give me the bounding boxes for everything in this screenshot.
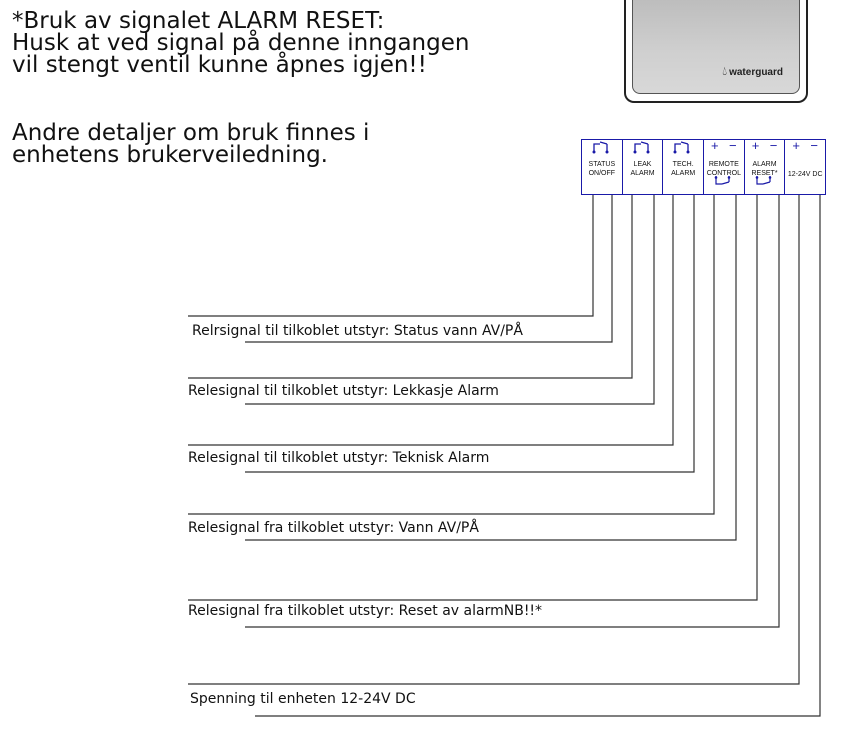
switch-icon xyxy=(745,176,785,186)
plus-mark: + xyxy=(751,138,760,153)
alarm-reset-note: *Bruk av signalet ALARM RESET: Husk at v… xyxy=(12,8,470,78)
wire-label-remote: Relesignal fra tilkoblet utstyr: Vann AV… xyxy=(188,520,479,536)
wire-remote-a xyxy=(188,195,715,515)
note-line: Husk at ved signal på denne inngangen xyxy=(12,30,470,56)
minus-mark: − xyxy=(729,138,737,153)
plus-mark: + xyxy=(792,138,800,153)
details-note: Andre detaljer om bruk finnes i enhetens… xyxy=(12,120,370,168)
terminal-label: ALARM xyxy=(630,170,655,177)
terminal-remote-control: +− REMOTE CONTROL xyxy=(704,138,745,194)
wire-leak-b xyxy=(245,195,655,405)
wire-leak-a xyxy=(188,195,633,379)
terminal-label: REMOTE xyxy=(708,161,739,168)
terminal-label: STATUS xyxy=(588,161,616,168)
terminal-label: TECH. xyxy=(672,161,694,168)
wire-status-a xyxy=(188,195,594,317)
relay-icon xyxy=(663,140,703,157)
wire-tech-b xyxy=(245,195,695,473)
wire-label-reset: Relesignal fra tilkoblet utstyr: Reset a… xyxy=(188,603,543,619)
relay-icon xyxy=(582,140,622,157)
terminal-power-supply: +− 12-24V DC xyxy=(785,138,825,194)
wire-label-leak: Relesignal til tilkoblet utstyr: Lekkasj… xyxy=(188,383,499,399)
terminal-label: ALARM xyxy=(671,170,696,177)
note-line: enhetens brukerveiledning. xyxy=(12,142,328,168)
waterguard-logo: 💧︎waterguard xyxy=(722,64,783,79)
plus-mark: + xyxy=(711,138,719,153)
device-unit: 💧︎waterguard xyxy=(624,0,808,103)
minus-mark: − xyxy=(769,138,778,153)
wire-power-b xyxy=(255,195,821,717)
minus-mark: − xyxy=(810,138,818,153)
terminal-label: CONTROL xyxy=(706,170,741,177)
device-front-panel: 💧︎waterguard xyxy=(632,0,800,94)
terminal-label: RESET* xyxy=(751,170,778,177)
wire-status-b xyxy=(245,195,613,343)
plus-minus-marks: +− xyxy=(745,138,785,157)
terminal-status-onoff: STATUS ON/OFF xyxy=(582,140,623,194)
note-line: Andre detaljer om bruk finnes i xyxy=(12,120,370,146)
logo-text: waterguard xyxy=(729,67,783,78)
wire-power-a xyxy=(188,195,800,685)
plus-minus-marks: +− xyxy=(704,138,744,157)
water-drop-icon: 💧︎ xyxy=(722,64,728,78)
wire-tech-a xyxy=(188,195,674,446)
terminal-tech-alarm: TECH. ALARM xyxy=(663,140,705,194)
note-line: *Bruk av signalet ALARM RESET: xyxy=(12,8,385,34)
switch-icon xyxy=(704,176,744,186)
terminal-label: ALARM xyxy=(752,161,777,168)
wire-remote-b xyxy=(245,195,737,541)
terminal-alarm-reset: +− ALARM RESET* xyxy=(745,138,786,194)
plus-minus-marks: +− xyxy=(785,138,825,157)
note-line: vil stengt ventil kunne åpnes igjen!! xyxy=(12,52,427,78)
terminal-label: ON/OFF xyxy=(588,170,616,177)
terminal-leak-alarm: LEAK ALARM xyxy=(623,140,664,194)
wire-reset-b xyxy=(245,195,780,628)
wire-label-tech: Relesignal til tilkoblet utstyr: Teknisk… xyxy=(188,450,490,466)
relay-icon xyxy=(623,140,663,157)
wire-label-status: Relrsignal til tilkoblet utstyr: Status … xyxy=(192,323,523,339)
wire-label-power: Spenning til enheten 12-24V DC xyxy=(190,691,416,707)
terminal-label: LEAK xyxy=(633,161,652,168)
terminal-label: 12-24V DC xyxy=(787,171,823,178)
wire-reset-a xyxy=(188,195,758,601)
